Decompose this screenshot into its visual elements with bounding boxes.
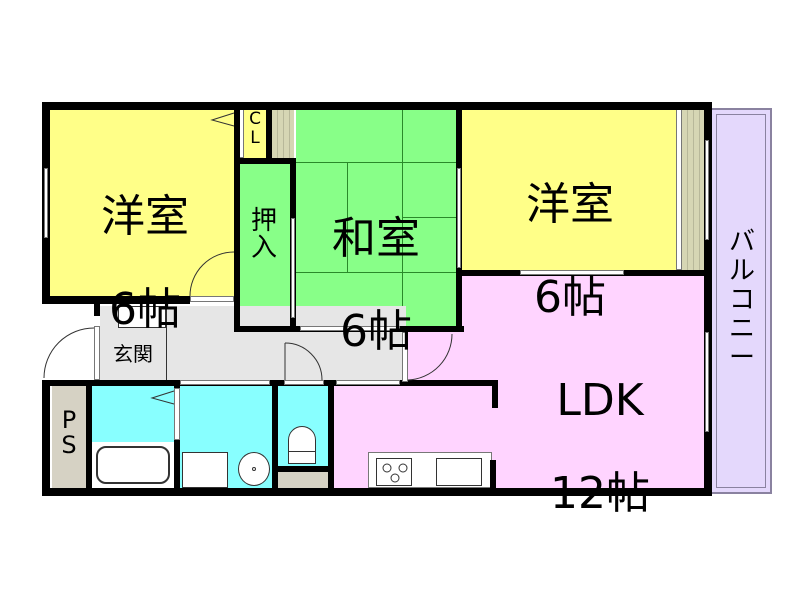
entrance-label: 玄関 bbox=[113, 342, 153, 366]
ldk-label: LDK 12帖 bbox=[510, 332, 690, 563]
burner-icon bbox=[382, 463, 408, 483]
ldk bbox=[462, 276, 704, 488]
door-bath bbox=[174, 388, 180, 440]
sliding-door-jp bbox=[300, 326, 400, 331]
wash-basin bbox=[238, 452, 270, 486]
door-toilet bbox=[284, 380, 324, 385]
sink bbox=[436, 458, 482, 486]
closet-storage bbox=[272, 108, 294, 158]
western-room-right-name: 洋室 bbox=[526, 179, 614, 231]
japanese-room-size: 6帖 bbox=[340, 305, 412, 357]
toilet-storage bbox=[278, 472, 328, 488]
oshiire bbox=[240, 164, 290, 326]
ps bbox=[52, 386, 86, 488]
western-room-left bbox=[48, 108, 238, 300]
window-ldk bbox=[705, 332, 709, 432]
bathtub bbox=[92, 442, 174, 488]
sliding-door-western-ldk bbox=[520, 270, 624, 275]
western-room-right-size: 6帖 bbox=[534, 271, 606, 323]
door-swing-cl bbox=[210, 112, 235, 127]
japanese-room-label: 和室 6帖 bbox=[296, 170, 456, 401]
door-washroom bbox=[180, 380, 270, 385]
window-right-room bbox=[705, 140, 709, 240]
door-swing-ldk bbox=[407, 333, 453, 381]
ps-label: P S bbox=[61, 406, 77, 460]
door-ldk-hall bbox=[336, 380, 400, 385]
western-room-left-label: 洋室 6帖 bbox=[60, 148, 230, 379]
closet bbox=[244, 108, 266, 158]
window-left bbox=[44, 168, 48, 238]
window-jp-right bbox=[457, 168, 461, 268]
western-room-right bbox=[462, 108, 678, 270]
oshiire-label: 押 入 bbox=[250, 206, 277, 264]
sliding-door-oshiire bbox=[291, 218, 295, 318]
door-swing-western-left bbox=[189, 251, 235, 297]
ldk-size: 12帖 bbox=[550, 467, 650, 519]
japanese-room-name: 和室 bbox=[332, 213, 420, 265]
entrance-shoebox bbox=[118, 306, 166, 328]
toilet bbox=[288, 426, 316, 464]
ldk-name: LDK bbox=[556, 375, 644, 427]
door-swing-bath bbox=[150, 390, 175, 405]
entrance-door-frame bbox=[94, 326, 100, 380]
stove bbox=[376, 458, 412, 486]
door-swing-toilet bbox=[284, 342, 323, 381]
closet-label: C L bbox=[249, 109, 261, 148]
western-room-left-name: 洋室 bbox=[101, 191, 189, 243]
western-room-left-size: 6帖 bbox=[109, 283, 181, 335]
washing-machine bbox=[182, 452, 228, 488]
door-western-left bbox=[190, 296, 234, 302]
balcony bbox=[710, 108, 772, 494]
closet-right bbox=[682, 108, 704, 270]
entrance-step bbox=[166, 306, 167, 380]
door-swing-entrance bbox=[43, 327, 95, 379]
western-room-right-label: 洋室 6帖 bbox=[480, 136, 660, 367]
hall-door-ldk bbox=[402, 332, 408, 382]
balcony-label: バ ル コ ニ ー bbox=[728, 227, 755, 374]
